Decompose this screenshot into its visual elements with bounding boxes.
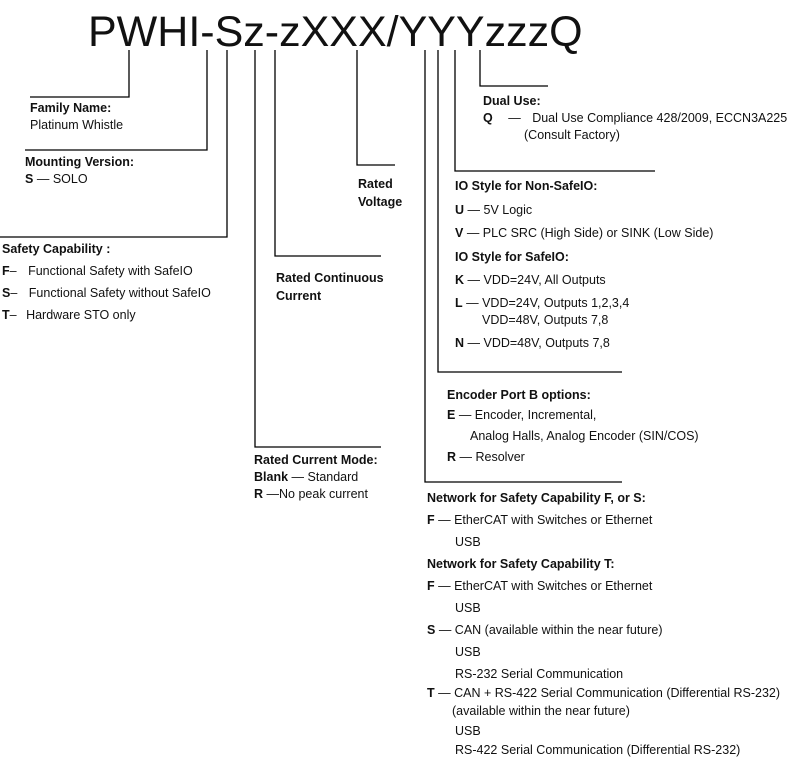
io-safe-key: L — [455, 296, 463, 310]
io-safe-text: — VDD=24V, Outputs 1,2,3,4 — [466, 296, 630, 310]
network-text: — CAN + RS-422 Serial Communication (Dif… — [438, 686, 781, 700]
dual-use-item: Q — Dual Use Compliance 428/2009, ECCN3A… — [483, 111, 787, 126]
mounting-connector — [25, 50, 208, 151]
network-key: F — [427, 579, 435, 593]
rated-voltage-line2: Voltage — [358, 195, 403, 209]
encoder-key: E — [447, 408, 456, 422]
part-number-code: PWHI-Sz-zXXX/YYYzzzQ — [88, 8, 583, 56]
network-t-item-f: F — EtherCAT with Switches or Ethernet — [427, 579, 652, 594]
encoder-item-r: R — Resolver — [447, 450, 525, 465]
io-connector — [454, 50, 655, 172]
network-connector — [424, 50, 622, 483]
io-nonsafe-item: V — PLC SRC (High Side) or SINK (Low Sid… — [455, 226, 713, 241]
network-text: — EtherCAT with Switches or Ethernet — [438, 513, 653, 527]
safety-sep: – — [9, 264, 17, 278]
network-key: F — [427, 513, 435, 527]
safety-value: Functional Safety with SafeIO — [28, 264, 193, 278]
dual-use-line1: Dual Use Compliance 428/2009, ECCN3A225 — [532, 111, 788, 125]
encoder-text: — Encoder, Incremental, — [458, 408, 597, 422]
rated-mode-title: Rated Current Mode: — [254, 453, 378, 467]
family-title: Family Name: — [30, 101, 112, 115]
rated-voltage-connector — [356, 50, 395, 166]
dual-use-title: Dual Use: — [483, 94, 541, 108]
encoder-title: Encoder Port B options: — [447, 388, 591, 402]
rated-continuous-line1: Rated Continuous — [276, 271, 384, 285]
io-nonsafe-text: — 5V Logic — [467, 203, 533, 217]
network-fs-item-f: F — EtherCAT with Switches or Ethernet — [427, 513, 652, 528]
rated-mode-key: R — [254, 487, 264, 501]
mounting-value: SOLO — [52, 172, 88, 186]
family-connector — [30, 50, 130, 98]
safety-connector — [0, 50, 228, 238]
rated-continuous-connector — [274, 50, 381, 257]
network-t-item-s: S — CAN (available within the near futur… — [427, 623, 663, 638]
mounting-key: S — [25, 172, 34, 186]
encoder-text: — Resolver — [459, 450, 525, 464]
rated-mode-key: Blank — [254, 470, 289, 484]
rated-continuous-line2: Current — [276, 289, 322, 303]
io-safe-item-l: L — VDD=24V, Outputs 1,2,3,4 — [455, 296, 629, 311]
network-t-item-t: T — CAN + RS-422 Serial Communication (D… — [427, 686, 780, 701]
encoder-connector — [437, 50, 622, 373]
network-t-t-sub2: RS-422 Serial Communication (Differentia… — [455, 743, 741, 757]
encoder-key: R — [447, 450, 457, 464]
safety-key: F — [2, 264, 10, 278]
network-t-s-sub1: USB — [455, 645, 481, 659]
io-safe-key: N — [455, 336, 465, 350]
network-t-s-sub2: RS-232 Serial Communication — [455, 667, 624, 681]
safety-sep: – — [10, 286, 18, 300]
rated-mode-text: —No peak current — [266, 487, 368, 501]
network-t-t-sub1: USB — [455, 724, 481, 738]
network-text: — CAN (available within the near future) — [438, 623, 663, 637]
encoder-item-e: E — Encoder, Incremental, — [447, 408, 596, 423]
io-safe-item-n: N — VDD=48V, Outputs 7,8 — [455, 336, 610, 351]
dual-use-sep: — — [508, 111, 521, 125]
safety-item: S– Functional Safety without SafeIO — [2, 286, 211, 301]
io-nonsafe-key: U — [455, 203, 465, 217]
rated-mode-item: R —No peak current — [254, 487, 368, 502]
rated-mode-text: — Standard — [291, 470, 359, 484]
io-safe-text: — VDD=48V, Outputs 7,8 — [467, 336, 610, 350]
network-t-t-sub0: (available within the near future) — [452, 704, 630, 718]
safety-item: T– Hardware STO only — [2, 308, 136, 323]
io-safe-text: — VDD=24V, All Outputs — [467, 273, 606, 287]
mounting-item: S — SOLO — [25, 172, 88, 187]
network-text: — EtherCAT with Switches or Ethernet — [438, 579, 653, 593]
network-key: S — [427, 623, 436, 637]
network-t-title: Network for Safety Capability T: — [427, 557, 615, 571]
io-safe-l-text2: VDD=48V, Outputs 7,8 — [482, 313, 609, 327]
io-safe-key: K — [455, 273, 465, 287]
safety-value: Hardware STO only — [26, 308, 136, 322]
io-safe-title: IO Style for SafeIO: — [455, 250, 569, 264]
safety-item: F– Functional Safety with SafeIO — [2, 264, 193, 279]
io-nonsafe-key: V — [455, 226, 464, 240]
io-nonsafe-text: — PLC SRC (High Side) or SINK (Low Side) — [466, 226, 714, 240]
network-key: T — [427, 686, 435, 700]
safety-sep: – — [9, 308, 17, 322]
rated-mode-item: Blank — Standard — [254, 470, 358, 485]
rated-mode-connector — [254, 50, 381, 448]
network-t-f-sub: USB — [455, 601, 481, 615]
safety-key: S — [2, 286, 11, 300]
network-fs-title: Network for Safety Capability F, or S: — [427, 491, 646, 505]
safety-key: T — [2, 308, 10, 322]
io-nonsafe-item: U — 5V Logic — [455, 203, 532, 218]
rated-voltage-line1: Rated — [358, 177, 393, 191]
safety-value: Functional Safety without SafeIO — [28, 286, 211, 300]
io-nonsafe-title: IO Style for Non-SafeIO: — [455, 179, 598, 193]
dual-use-connector — [479, 50, 548, 87]
network-fs-f-sub: USB — [455, 535, 481, 549]
io-safe-item-k: K — VDD=24V, All Outputs — [455, 273, 606, 288]
dual-use-line2: (Consult Factory) — [524, 128, 620, 142]
dual-use-key: Q — [483, 111, 493, 125]
mounting-title: Mounting Version: — [25, 155, 135, 169]
encoder-e-text2: Analog Halls, Analog Encoder (SIN/COS) — [470, 429, 699, 443]
family-value: Platinum Whistle — [30, 118, 124, 132]
mounting-sep: — — [36, 172, 50, 186]
safety-title: Safety Capability : — [2, 242, 111, 256]
